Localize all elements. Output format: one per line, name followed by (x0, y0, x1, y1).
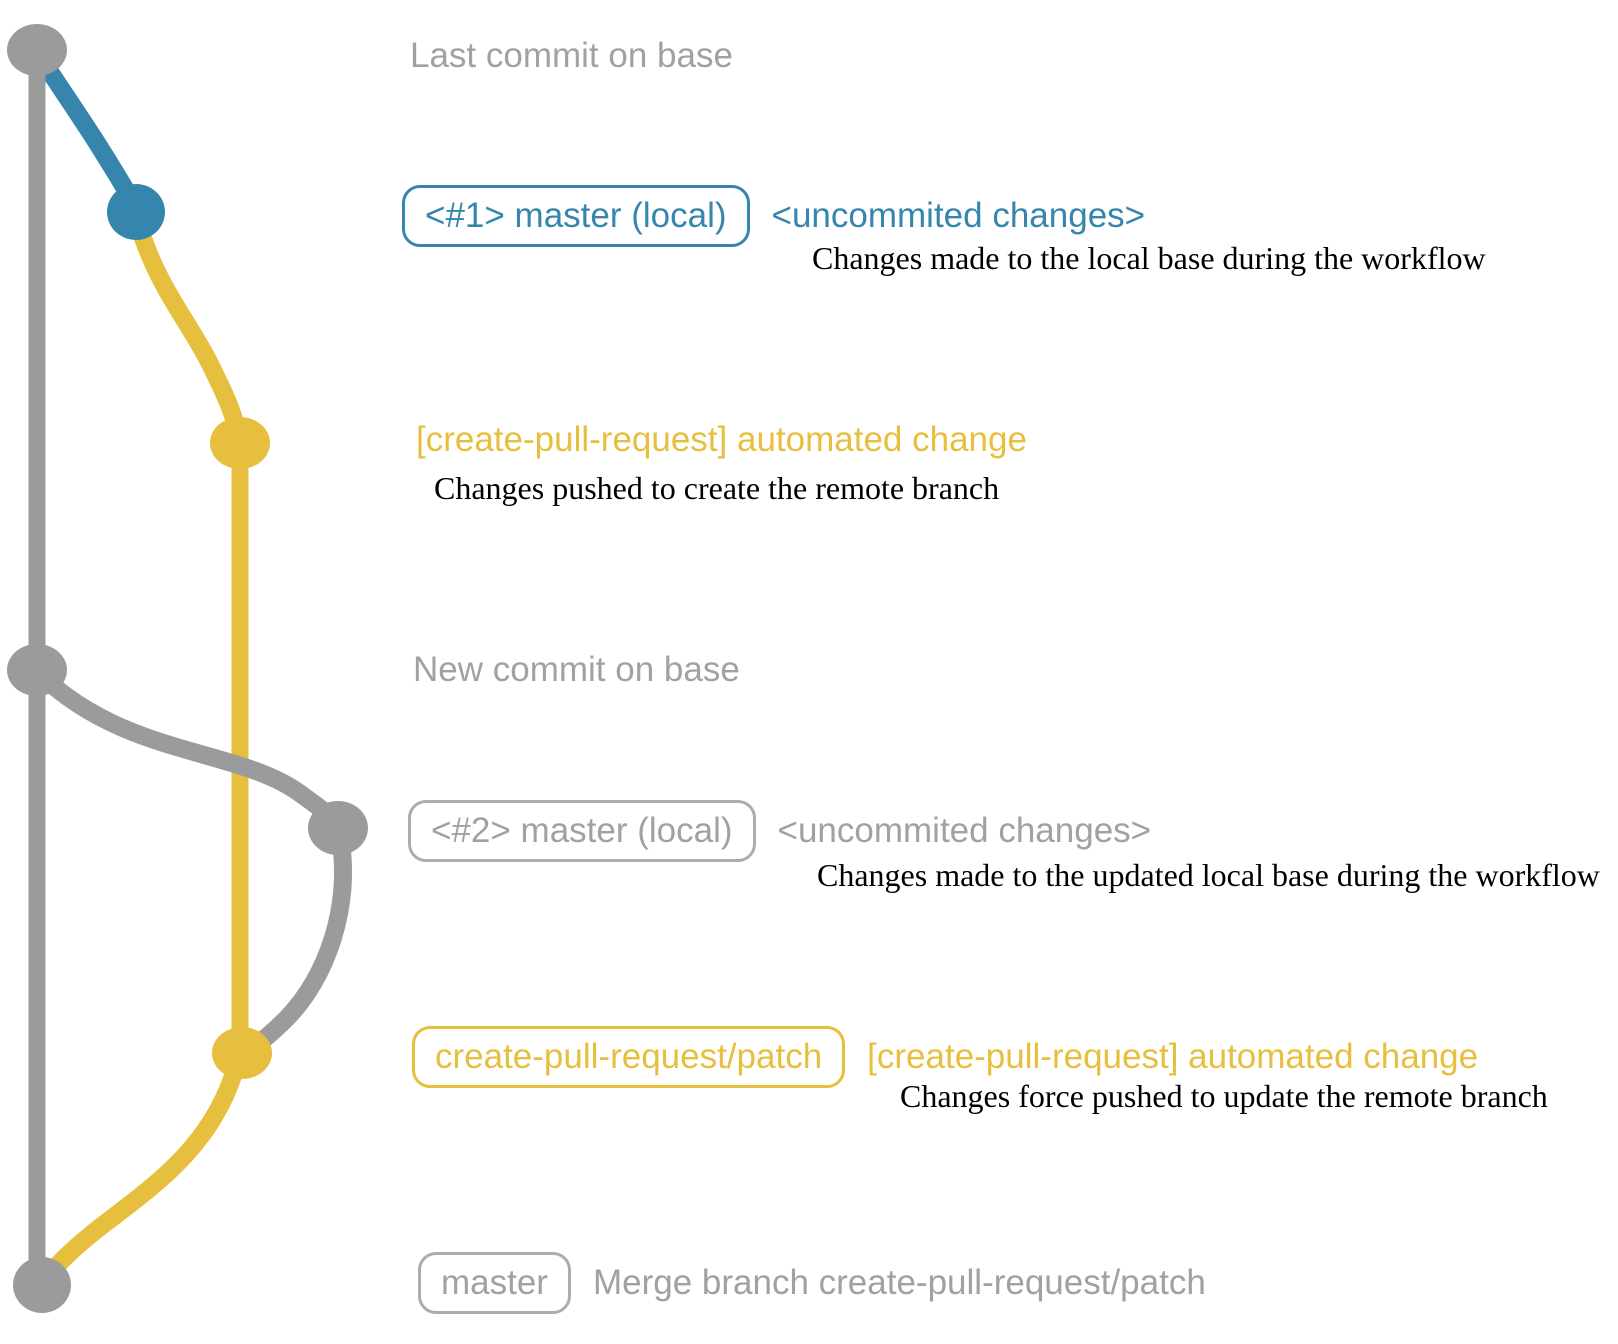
commit-dot-remote-1 (210, 417, 270, 469)
branch-tag-master-local-2: <#2> master (local) (408, 800, 756, 862)
branch-tag-create-pull-request-patch: create-pull-request/patch (412, 1026, 846, 1088)
commit-message-local-1: <uncommited changes> (771, 196, 1146, 235)
commit-dot-last-base (7, 24, 67, 76)
commit-message-merge: Merge branch create-pull-request/patch (592, 1263, 1206, 1302)
row-local-commit-1: <#1> master (local) <uncommited changes> (402, 185, 1145, 247)
branch-tag-master: master (418, 1252, 571, 1314)
commit-dot-local-1 (107, 184, 165, 240)
edge-local-branch-2 (31, 665, 348, 836)
commit-description-local-1: Changes made to the local base during th… (812, 240, 1486, 276)
commit-dot-new-base (7, 644, 67, 696)
commit-description-remote-2: Changes force pushed to update the remot… (900, 1078, 1548, 1114)
annotation-last-commit-on-base: Last commit on base (410, 36, 733, 75)
commit-dot-remote-2 (212, 1027, 272, 1079)
row-local-commit-2: <#2> master (local) <uncommited changes> (408, 800, 1151, 862)
edge-remote-branch-merge (36, 1057, 245, 1289)
row-remote-commit-2: create-pull-request/patch [create-pull-r… (412, 1026, 1478, 1088)
commit-dot-local-2 (308, 801, 368, 855)
row-merge-commit: master Merge branch create-pull-request/… (418, 1252, 1206, 1314)
commit-graph (7, 24, 368, 1313)
edge-local-branch-2-rebase (238, 827, 352, 1060)
commit-dot-merge (13, 1257, 71, 1313)
commit-message-remote-1: [create-pull-request] automated change (416, 420, 1027, 459)
branch-tag-master-local-1: <#1> master (local) (402, 185, 750, 247)
edge-remote-branch-create (130, 217, 248, 450)
commit-message-remote-2: [create-pull-request] automated change (867, 1037, 1479, 1076)
commit-message-local-2: <uncommited changes> (777, 811, 1152, 850)
edge-local-branch-1 (28, 43, 143, 213)
annotation-new-commit-on-base: New commit on base (413, 650, 740, 689)
commit-description-local-2: Changes made to the updated local base d… (817, 857, 1600, 893)
commit-description-remote-1: Changes pushed to create the remote bran… (434, 470, 1000, 506)
